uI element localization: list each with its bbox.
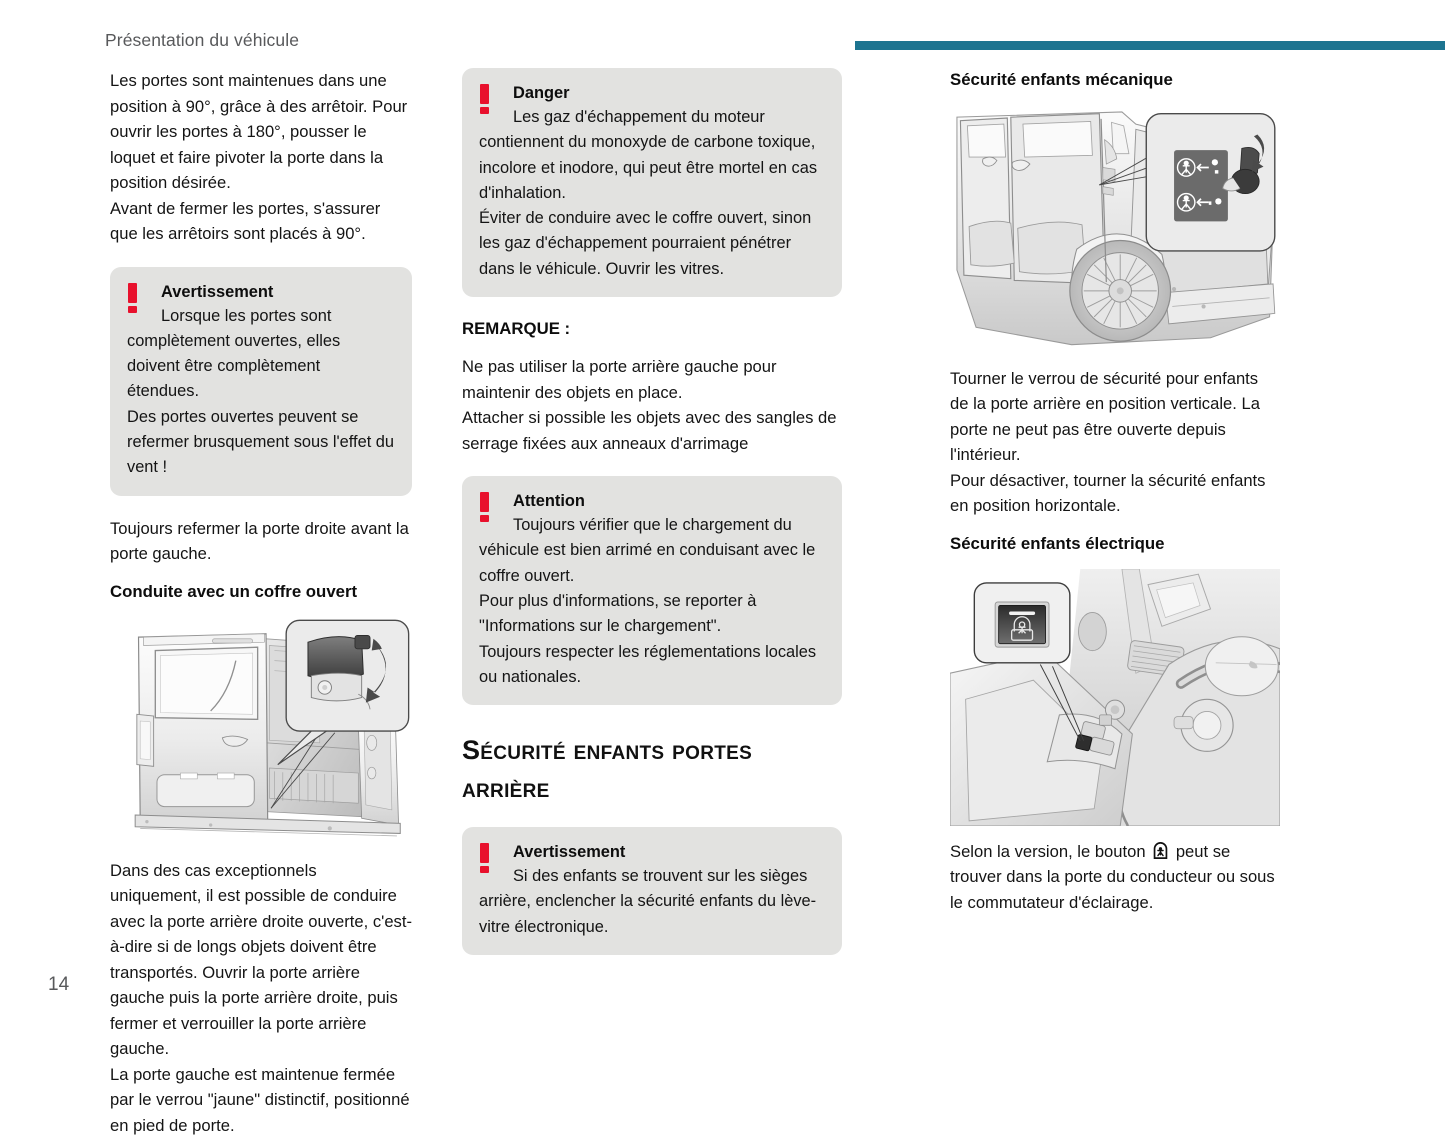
callout-title: Danger — [513, 84, 570, 102]
heading-securite-enfants-electrique: Sécurité enfants électrique — [950, 533, 1165, 553]
danger-exclamation-icon — [480, 84, 489, 114]
figure-rear-van-latch — [110, 617, 412, 845]
page-number: 14 — [48, 974, 70, 995]
paragraph-button-location-after: peut se trouver dans la porte du conduct… — [950, 841, 1275, 912]
paragraph-exceptional-cases: Dans des cas exceptionnels uniquement, i… — [110, 860, 412, 1059]
child-lock-button-icon — [1152, 841, 1169, 860]
callout-title: Avertissement — [161, 282, 274, 301]
callout-attention-loading: Attention Toujours vérifier que le charg… — [462, 476, 842, 706]
callout-avertissement-doors: Avertissement Lorsque les portes sont co… — [110, 266, 412, 496]
warning-exclamation-icon — [480, 843, 489, 874]
paragraph-yellow-lock: La porte gauche est maintenue fermée par… — [110, 1064, 410, 1135]
column-3: Sécurité enfants mécanique — [860, 68, 1290, 1138]
callout-title: Attention — [513, 492, 585, 511]
figure-interior-child-lock-switch — [950, 568, 1280, 826]
callout-title: Avertissement — [513, 843, 626, 862]
figure-vehicle-side-child-lock — [950, 105, 1280, 353]
heading-securite-enfants-mecanique: Sécurité enfants mécanique — [950, 70, 1173, 89]
heading-remarque: REMARQUE : — [462, 319, 571, 339]
paragraph-doors-90: Les portes sont maintenues dans une posi… — [110, 71, 408, 192]
page-title: Présentation du véhicule — [105, 30, 300, 50]
paragraph-remark-1: Ne pas utiliser la porte arrière gauche … — [462, 357, 777, 402]
callout-line-1-text: Toujours vérifier que le chargement du v… — [479, 516, 816, 585]
child-lock-pictogram — [1011, 615, 1034, 641]
callout-line-1-text: Si des enfants se trouvent sur les siège… — [479, 867, 817, 936]
door-trim-panel — [950, 651, 1133, 826]
van-rear-body — [134, 632, 401, 836]
electric-child-lock-switch-callout — [973, 581, 1071, 663]
callout-line-1-text: Les gaz d'échappement du moteur contienn… — [479, 108, 818, 202]
callout-line-1: Si des enfants se trouvent sur les siège… — [479, 864, 825, 940]
child-lock-locked-pictogram — [1176, 158, 1196, 177]
callout-line-1: Toujours vérifier que le chargement du v… — [479, 513, 825, 589]
child-lock-unlocked-pictogram — [1176, 192, 1196, 212]
paragraph-button-location: Selon la version, le bouton peut se trou… — [950, 839, 1280, 916]
child-lock-label-detail-callout — [1145, 112, 1276, 252]
callout-line-2: Des portes ouvertes peuvent se refermer … — [127, 407, 395, 477]
callout-line-1: Les gaz d'échappement du moteur contienn… — [479, 105, 825, 206]
latch-detail-callout — [277, 619, 410, 765]
paragraph-before-closing: Avant de fermer les portes, s'assurer qu… — [110, 198, 381, 244]
callout-line-1-text: Lorsque les portes sont complètement ouv… — [127, 306, 341, 401]
steering-wheel — [1101, 635, 1280, 826]
callout-line-3: Toujours respecter les réglementations l… — [479, 642, 817, 686]
paragraph-turn-lock-vertical: Tourner le verrou de sécurité pour enfan… — [950, 368, 1260, 465]
callout-avertissement-child-safety: Avertissement Si des enfants se trouvent… — [462, 827, 842, 956]
column-2: Danger Les gaz d'échappement du moteur c… — [430, 68, 860, 1138]
heading-conduite-coffre-ouvert: Conduite avec un coffre ouvert — [110, 581, 358, 601]
page-header: Présentation du véhicule — [0, 0, 1445, 56]
callout-leader-lines — [270, 728, 336, 809]
callout-leader-lines — [1099, 156, 1150, 186]
callout-line-2: Pour plus d'informations, se reporter à … — [479, 591, 757, 636]
paragraph-button-location-before: Selon la version, le bouton — [950, 841, 1146, 861]
callout-line-1: Lorsque les portes sont complètement ouv… — [127, 304, 395, 405]
callout-leader-lines — [1039, 663, 1085, 741]
heading-securite-enfants-portes-arriere: Sécurité enfants portes arrière — [462, 735, 753, 804]
key-horizontal-icon — [1208, 198, 1222, 205]
warning-exclamation-icon — [128, 282, 137, 313]
header-accent-rule — [855, 41, 1445, 50]
callout-danger-exhaust: Danger Les gaz d'échappement du moteur c… — [462, 68, 842, 298]
three-column-layout: Les portes sont maintenues dans une posi… — [0, 68, 1445, 1138]
paragraph-deactivate-horizontal: Pour désactiver, tourner la sécurité enf… — [950, 470, 1266, 516]
paragraph-close-right-first: Toujours refermer la porte droite avant … — [110, 518, 409, 564]
key-vertical-icon — [1211, 159, 1219, 174]
paragraph-remark-2: Attacher si possible les objets avec des… — [462, 408, 837, 453]
callout-line-2: Éviter de conduire avec le coffre ouvert… — [479, 209, 812, 278]
open-right-door — [357, 715, 400, 826]
attention-exclamation-icon — [480, 492, 489, 523]
